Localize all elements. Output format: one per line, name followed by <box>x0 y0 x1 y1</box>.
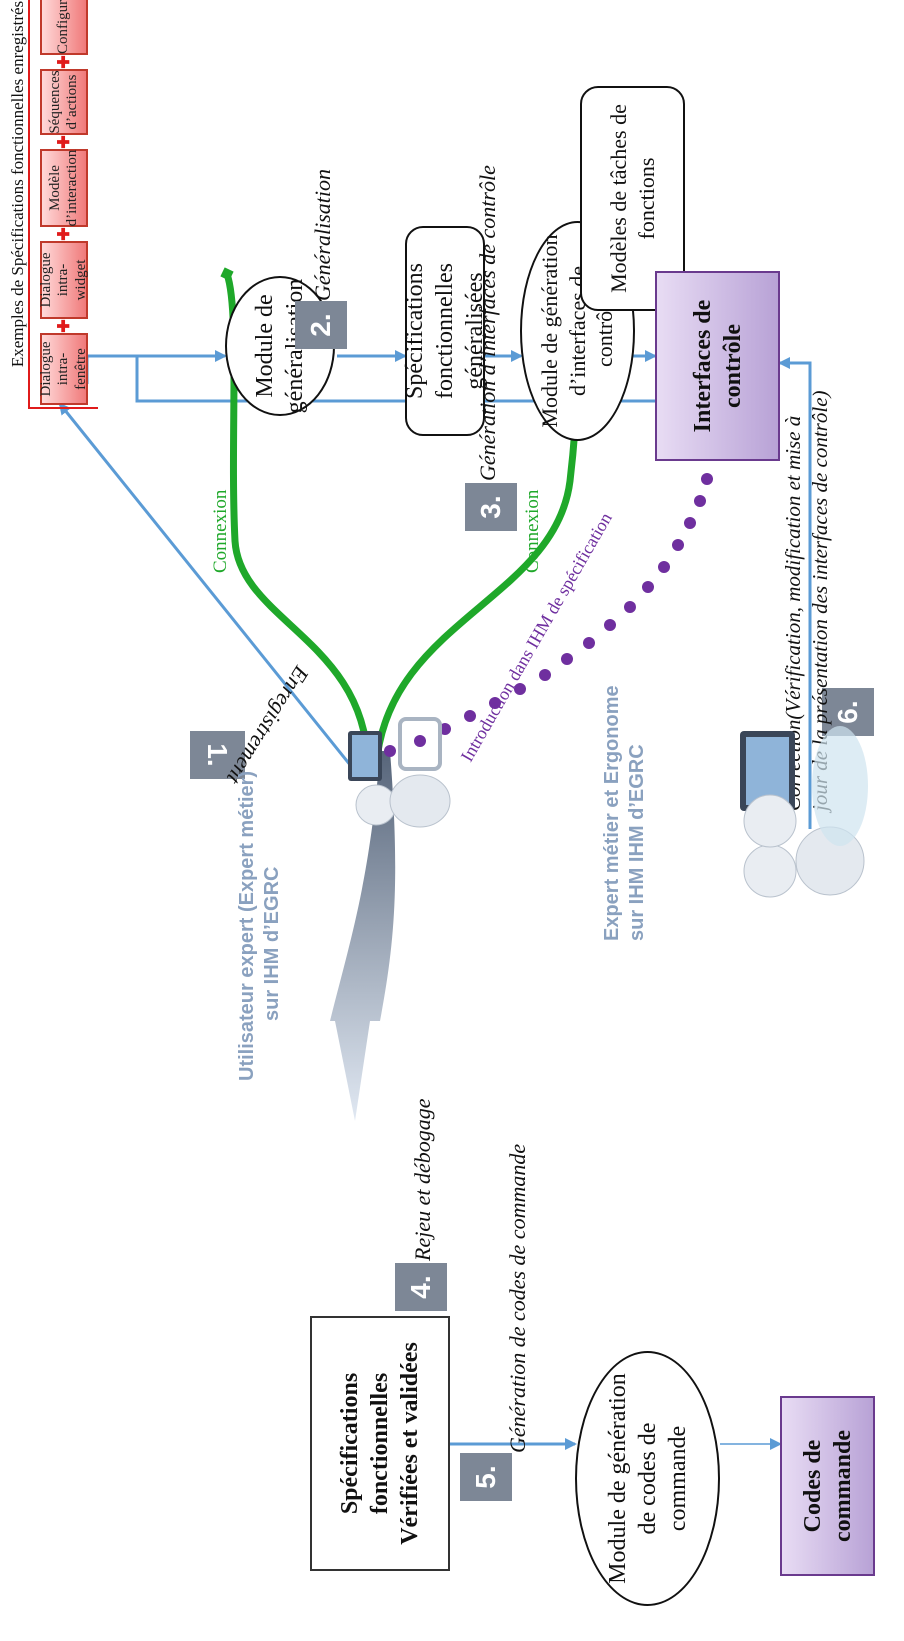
label-generation-interfaces: Génération d’interfaces de contrôle <box>475 165 500 481</box>
step-badge-2: 2. <box>295 301 347 349</box>
plus-icon: ✚ <box>56 227 73 241</box>
spec-item-dialogue-fenetre[interactable]: Dialogue intra-fenêtre <box>38 333 89 405</box>
label-connexion-bottom: Connexion <box>522 489 543 573</box>
plus-icon: ✚ <box>56 135 73 149</box>
spec-item-configurations[interactable]: Configurations <box>40 0 88 55</box>
interfaces-controle[interactable]: Interfaces de contrôle <box>655 271 780 461</box>
step-badge-4: 4. <box>395 1263 447 1311</box>
arrow-correction-to-interfaces <box>778 357 812 829</box>
expert-ergonome-icon <box>740 726 868 898</box>
label-generalisation: Généralisation <box>310 169 335 301</box>
expert-user-icon <box>348 717 451 828</box>
specs-validees[interactable]: Spécifications fonctionnelles Vérifiées … <box>310 1316 450 1571</box>
label-connexion-top: Connexion <box>210 489 231 573</box>
spec-item-sequences-actions[interactable]: Séquences d’actions <box>40 69 88 135</box>
module-codes-commande[interactable]: Module de génération de codes de command… <box>575 1351 720 1606</box>
codes-commande[interactable]: Codes de commande <box>780 1396 875 1576</box>
label-expert-ergonome: Expert métier et Ergonome sur IHM IHM d’… <box>601 685 648 941</box>
plus-icon: ✚ <box>56 55 73 69</box>
arrow-enregistrement <box>58 402 357 772</box>
label-rejeu-debogage: Rejeu et débogage <box>410 1098 435 1262</box>
label-utilisateur-expert: Utilisateur expert (Expert métier) sur I… <box>236 770 283 1081</box>
step-badge-5: 5. <box>460 1453 512 1501</box>
plus-icon: ✚ <box>56 319 73 333</box>
label-generation-codes: Génération de codes de commande <box>505 1143 530 1453</box>
arrow-rejeu-debogage <box>330 751 396 1121</box>
arrow-spec-frame-link <box>82 350 227 384</box>
step-badge-3: 3. <box>465 483 517 531</box>
spec-item-dialogue-widget[interactable]: Dialogue intra-widget <box>38 241 89 319</box>
specs-generalisees[interactable]: Spécifications fonctionnelles généralisé… <box>402 226 488 436</box>
spec-item-modele-interaction[interactable]: Modèle d’interaction <box>40 149 88 227</box>
